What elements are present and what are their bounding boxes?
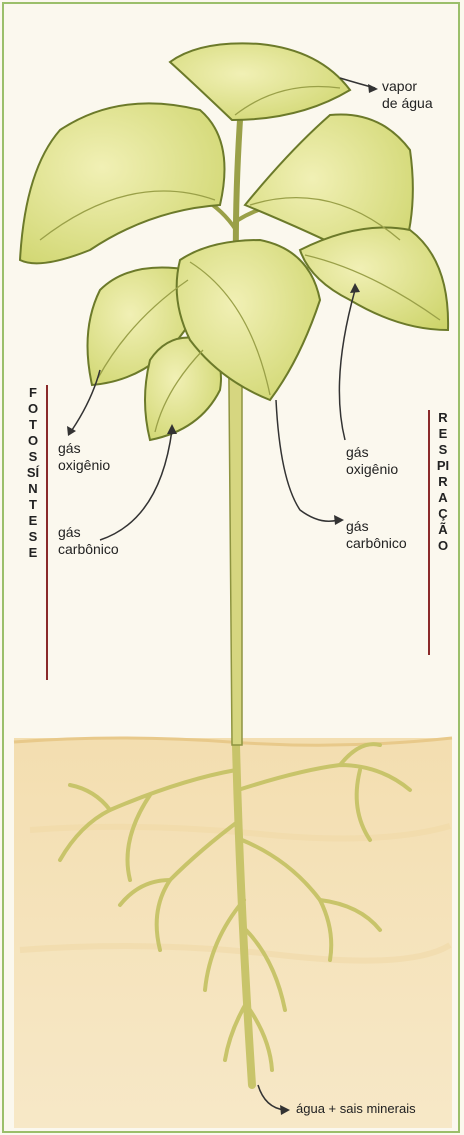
label-vapor-line2: de água bbox=[382, 95, 433, 112]
label-respiracao: RESPIRAÇÃO bbox=[436, 410, 450, 554]
soil bbox=[14, 738, 452, 1128]
label-fotossintese: FOTOSSÍNTESE bbox=[26, 385, 40, 561]
label-gas-oxigenio-right: gás oxigênio bbox=[346, 444, 398, 478]
label-gas-carbonico-right: gás carbônico bbox=[346, 518, 407, 552]
label-vapor-de-agua: vapor de água bbox=[382, 78, 433, 112]
fotossintese-bar bbox=[46, 385, 48, 680]
label-carbonico-right-line1: gás bbox=[346, 518, 407, 535]
label-vapor-line1: vapor bbox=[382, 78, 433, 95]
label-agua-sais-minerais: água + sais minerais bbox=[296, 1100, 416, 1117]
respiracao-bar bbox=[428, 410, 430, 655]
label-oxigenio-left-line2: oxigênio bbox=[58, 457, 110, 474]
label-gas-oxigenio-left: gás oxigênio bbox=[58, 440, 110, 474]
label-carbonico-left-line1: gás bbox=[58, 524, 119, 541]
label-carbonico-left-line2: carbônico bbox=[58, 541, 119, 558]
label-gas-carbonico-left: gás carbônico bbox=[58, 524, 119, 558]
label-carbonico-right-line2: carbônico bbox=[346, 535, 407, 552]
arrow-carbonico-right bbox=[276, 400, 338, 521]
label-oxigenio-right-line2: oxigênio bbox=[346, 461, 398, 478]
arrow-oxigenio-right bbox=[339, 290, 355, 440]
label-oxigenio-right-line1: gás bbox=[346, 444, 398, 461]
label-oxigenio-left-line1: gás bbox=[58, 440, 110, 457]
